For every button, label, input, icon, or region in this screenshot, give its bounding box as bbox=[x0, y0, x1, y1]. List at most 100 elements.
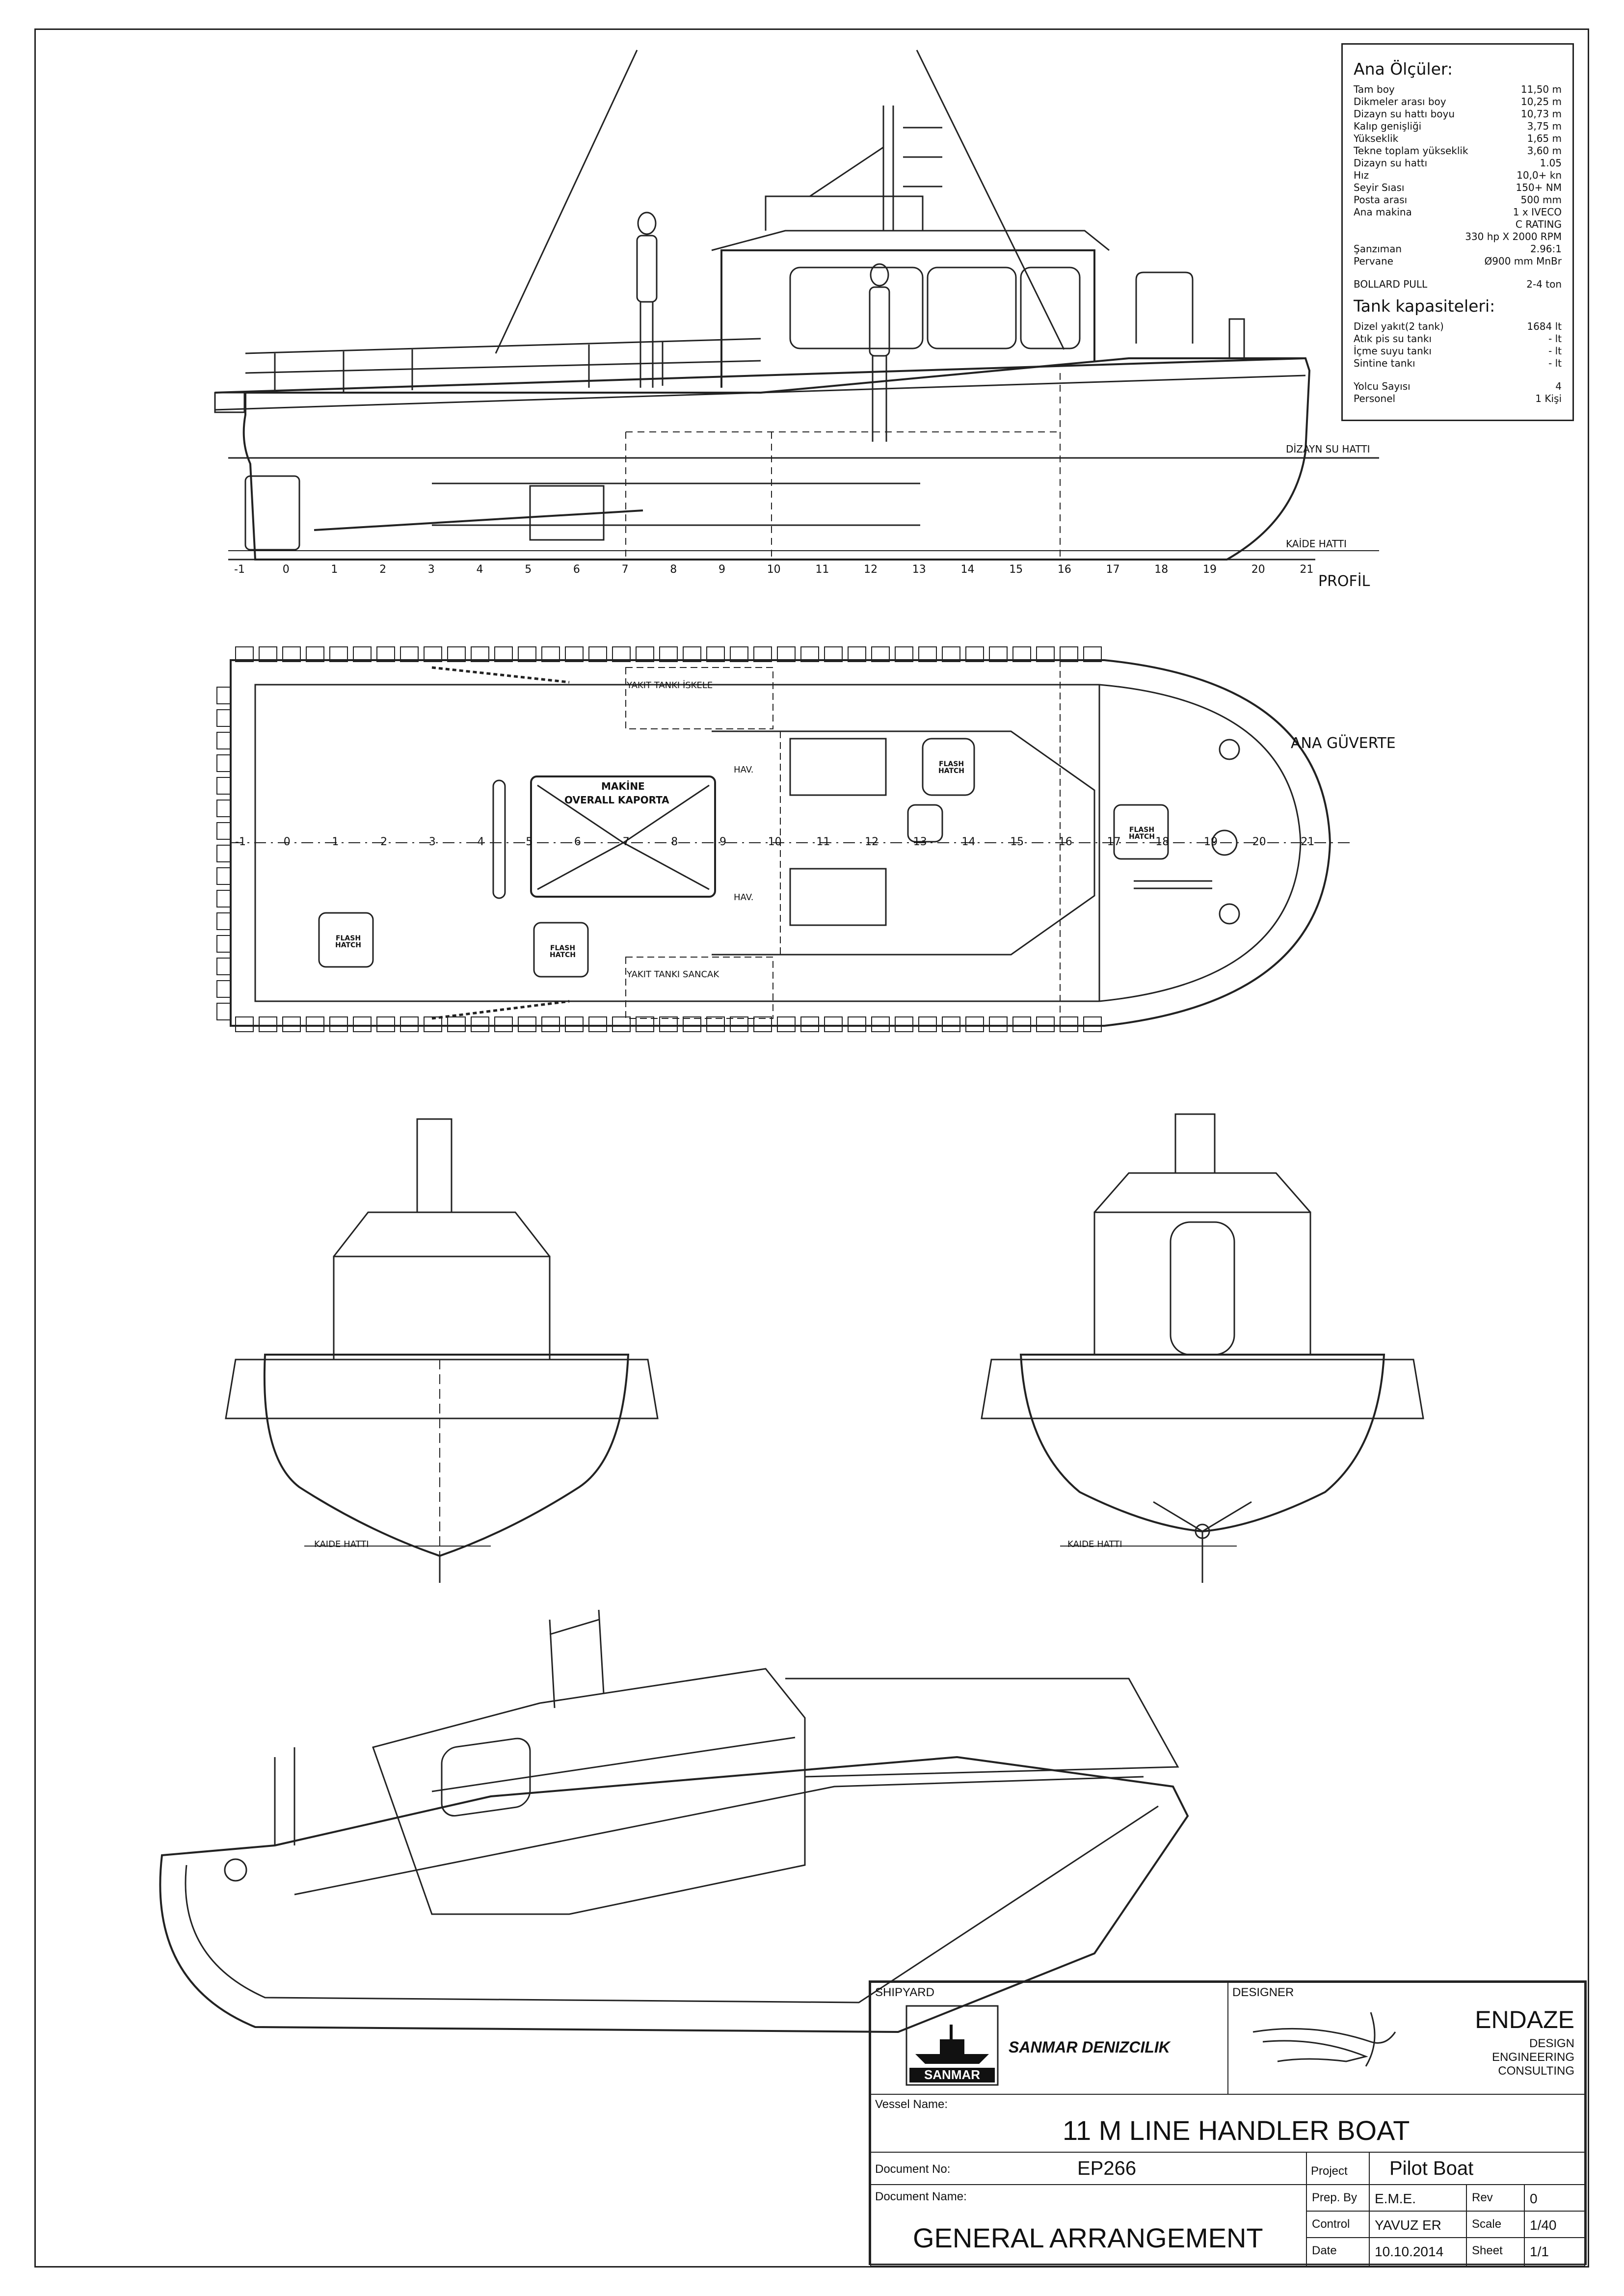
project-label-cell: Project bbox=[1306, 2152, 1370, 2185]
vent-label-top: HAV. bbox=[734, 765, 754, 775]
fender-block bbox=[683, 1016, 701, 1032]
frame-number: 6 bbox=[573, 563, 580, 576]
fender-block bbox=[777, 646, 796, 662]
frame-number: 17 bbox=[1107, 836, 1121, 848]
fender-block bbox=[282, 1016, 301, 1032]
title-block-cell: E.M.E. bbox=[1369, 2184, 1467, 2212]
fender-block bbox=[518, 646, 536, 662]
fender-block bbox=[683, 646, 701, 662]
fender-block bbox=[216, 1003, 231, 1020]
fender-block bbox=[541, 646, 560, 662]
designer-name: ENDAZE bbox=[1475, 2006, 1574, 2033]
bow-baseline-label: KAIDE HATTI bbox=[314, 1539, 369, 1549]
fender-block bbox=[730, 646, 748, 662]
fender-block bbox=[1060, 646, 1078, 662]
engine-power-note: 330 hp X 2000 RPM bbox=[1465, 231, 1562, 242]
document-name: GENERAL ARRANGEMENT bbox=[913, 2222, 1263, 2253]
frame-number: 21 bbox=[1301, 836, 1315, 848]
fender-block bbox=[848, 1016, 866, 1032]
fender-block bbox=[1083, 1016, 1102, 1032]
frame-number: 2 bbox=[379, 563, 387, 576]
frame-number: 9 bbox=[719, 563, 725, 576]
isometric-view bbox=[159, 1609, 1189, 2033]
vessel-name-cell: Vessel Name: 11 M LINE HANDLER BOAT bbox=[870, 2094, 1585, 2153]
frame-number: 19 bbox=[1203, 563, 1217, 576]
frame-number: 21 bbox=[1300, 563, 1314, 576]
rev: 0 bbox=[1530, 2191, 1538, 2206]
frame-number: 7 bbox=[621, 563, 629, 576]
frame-number: 9 bbox=[719, 836, 726, 848]
drawing-frame bbox=[34, 28, 1589, 2268]
shipyard-label: SHIPYARD bbox=[875, 1986, 934, 1999]
fender-block bbox=[942, 646, 960, 662]
frame-number: 15 bbox=[1009, 563, 1023, 576]
document-name-label: Document Name: bbox=[875, 2190, 967, 2203]
control: YAVUZ ER bbox=[1375, 2217, 1441, 2233]
frame-number: 3 bbox=[427, 563, 435, 576]
frame-number: 18 bbox=[1155, 836, 1170, 848]
fender-block bbox=[376, 646, 395, 662]
fender-block bbox=[895, 1016, 913, 1032]
fender-block bbox=[989, 646, 1008, 662]
tank-capacities-title: Tank kapasiteleri: bbox=[1354, 296, 1495, 316]
frame-number: 3 bbox=[428, 836, 436, 848]
fender-block bbox=[424, 1016, 442, 1032]
fender-block bbox=[895, 646, 913, 662]
fender-block bbox=[235, 1016, 254, 1032]
fender-block bbox=[216, 822, 231, 840]
fender-block bbox=[1083, 646, 1102, 662]
frame-number: 17 bbox=[1106, 563, 1120, 576]
vessel-name: 11 M LINE HANDLER BOAT bbox=[1063, 2115, 1410, 2146]
scale-label: Scale bbox=[1472, 2217, 1502, 2231]
fender-block bbox=[777, 1016, 796, 1032]
document-name-cell: Document Name: GENERAL ARRANGEMENT bbox=[870, 2184, 1307, 2267]
designer-cell: DESIGNER ENDAZE DESIGN ENGINEERING CONSU… bbox=[1227, 1982, 1585, 2095]
frame-number: 7 bbox=[622, 836, 630, 848]
engine-rating-note: C RATING bbox=[1515, 218, 1562, 230]
title-block-cell: 1/1 bbox=[1524, 2237, 1585, 2267]
document-number-label: Document No: bbox=[875, 2163, 951, 2176]
fender-block bbox=[494, 646, 513, 662]
fender-block bbox=[376, 1016, 395, 1032]
designer-label: DESIGNER bbox=[1232, 1986, 1294, 1999]
fender-block bbox=[753, 646, 772, 662]
fender-block bbox=[541, 1016, 560, 1032]
fender-block bbox=[1036, 1016, 1055, 1032]
fender-block bbox=[494, 1016, 513, 1032]
fender-block bbox=[216, 709, 231, 727]
deck-plan-view bbox=[216, 646, 1355, 1032]
stern-baseline-label: KAIDE HATTI bbox=[1067, 1539, 1122, 1549]
frame-number: 14 bbox=[960, 563, 975, 576]
fender-block bbox=[216, 800, 231, 817]
fender-block bbox=[1036, 646, 1055, 662]
fender-block bbox=[565, 646, 584, 662]
fender-block bbox=[848, 646, 866, 662]
fender-block bbox=[518, 1016, 536, 1032]
stern-section-view bbox=[981, 1113, 1424, 1583]
title-block-cell: 1/40 bbox=[1524, 2211, 1585, 2238]
fender-block bbox=[871, 646, 890, 662]
document-number-cell: Document No: EP266 bbox=[870, 2152, 1307, 2185]
title-block-cell: Sheet bbox=[1466, 2237, 1525, 2267]
fender-block bbox=[216, 867, 231, 885]
profile-view bbox=[214, 50, 1379, 561]
frame-number: 18 bbox=[1154, 563, 1169, 576]
fender-block bbox=[216, 845, 231, 862]
sheet-label: Sheet bbox=[1472, 2244, 1503, 2257]
fender-block bbox=[636, 1016, 654, 1032]
fender-block bbox=[471, 1016, 489, 1032]
baseline-label: KAİDE HATTI bbox=[1286, 538, 1347, 550]
frame-number: 16 bbox=[1058, 836, 1072, 848]
frame-number: 5 bbox=[526, 836, 533, 848]
frame-number: 0 bbox=[282, 563, 290, 576]
